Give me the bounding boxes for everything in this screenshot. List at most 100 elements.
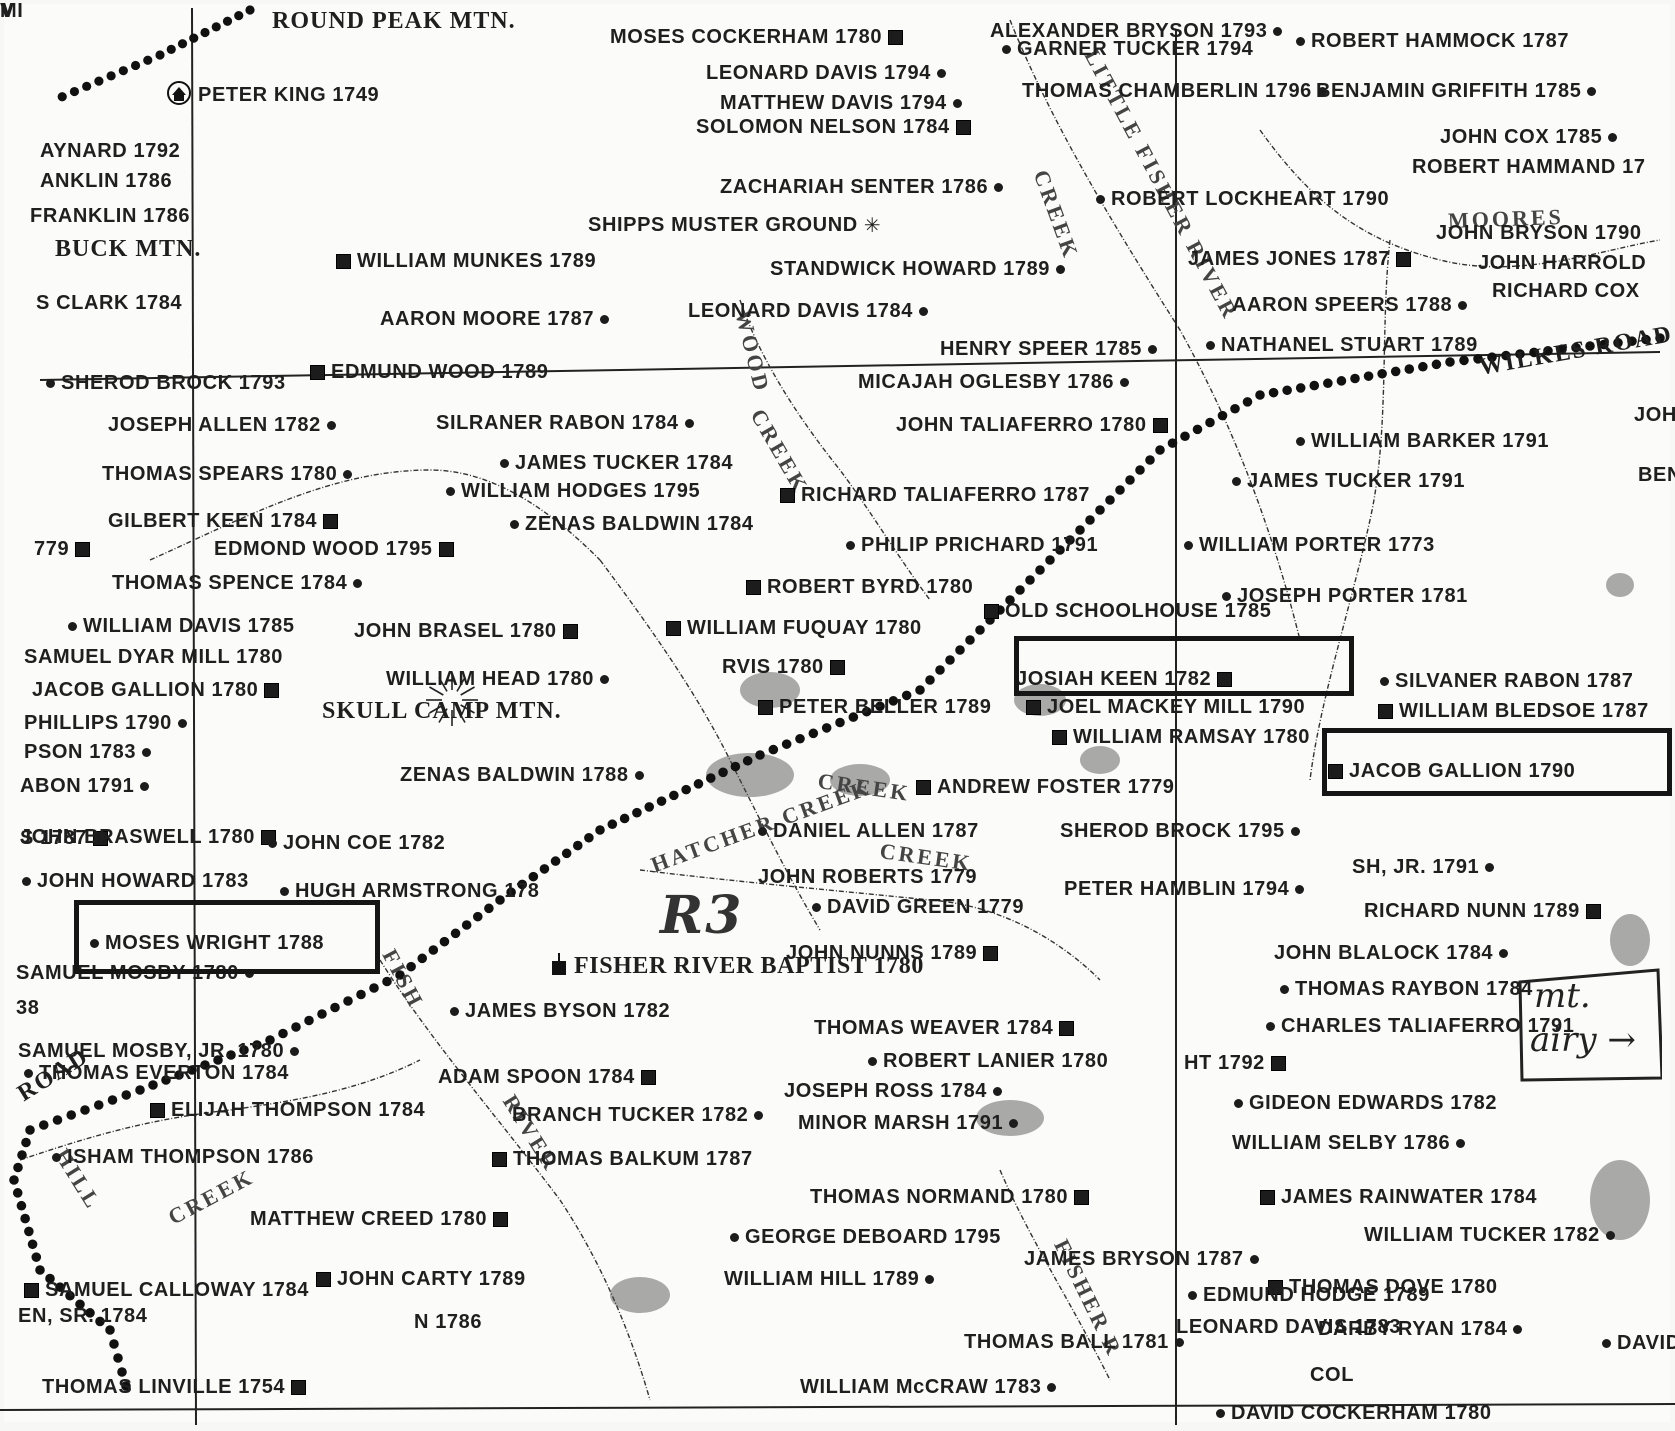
settler-label[interactable]: MOSES COCKERHAM 1780 bbox=[610, 26, 909, 48]
settler-label[interactable]: NATHANEL STUART 1789 bbox=[1200, 334, 1478, 356]
settler-label[interactable]: V bbox=[0, 0, 14, 22]
settler-label[interactable]: THOMAS WEAVER 1784 bbox=[814, 1017, 1080, 1039]
settler-label[interactable]: JAMES JONES 1787 bbox=[1188, 248, 1417, 270]
settler-label[interactable]: WILLIAM DAVIS 1785 bbox=[62, 615, 295, 637]
settler-label[interactable]: ZENAS BALDWIN 1788 bbox=[400, 764, 650, 786]
settler-label[interactable]: EDMOND WOOD 1795 bbox=[214, 538, 460, 560]
settler-label[interactable]: SAMUEL DYAR MILL 1780 bbox=[24, 646, 283, 668]
settler-label[interactable]: SILRANER RABON 1784 bbox=[436, 412, 700, 434]
settler-label[interactable]: JOSEPH ROSS 1784 bbox=[784, 1080, 1008, 1102]
settler-label[interactable]: JOHN COX 1785 bbox=[1440, 126, 1623, 148]
settler-label[interactable]: THOMAS EVERTON 1784 bbox=[18, 1062, 289, 1084]
settler-label[interactable]: LEONARD DAVIS 1794 bbox=[706, 62, 952, 84]
settler-label[interactable]: ROBERT LANIER 1780 bbox=[862, 1050, 1108, 1072]
settler-label[interactable]: DARBY RYAN 1784 bbox=[1318, 1318, 1528, 1340]
settler-label[interactable]: ELIJAH THOMPSON 1784 bbox=[144, 1099, 425, 1121]
settler-label[interactable]: ANKLIN 1786 bbox=[40, 170, 172, 192]
settler-label[interactable]: SH, JR. 1791 bbox=[1352, 856, 1500, 878]
settler-label[interactable]: ALEXANDER BRYSON 1793 bbox=[990, 20, 1288, 42]
settler-label[interactable]: WILLIAM McCRAW 1783 bbox=[800, 1376, 1062, 1398]
settler-label[interactable]: S CLARK 1784 bbox=[36, 292, 182, 314]
settler-label[interactable]: 779 bbox=[34, 538, 96, 560]
settler-label[interactable]: WILLIAM HEAD 1780 bbox=[386, 668, 615, 690]
settler-label[interactable]: DAVID GREEN 1779 bbox=[806, 896, 1024, 918]
settler-label[interactable]: JOHN MOBLEY 1791 bbox=[1634, 404, 1675, 426]
settler-label[interactable]: JOHN BRYSON 1790 bbox=[1436, 222, 1642, 244]
settler-label[interactable]: EDMUND WOOD 1789 bbox=[304, 361, 548, 383]
settler-label[interactable]: ANDREW FOSTER 1779 bbox=[910, 776, 1175, 798]
feature-label[interactable]: SKULL CAMP MTN. bbox=[322, 699, 562, 723]
settler-label[interactable]: 38 bbox=[16, 997, 39, 1019]
settler-label[interactable]: HT 1792 bbox=[1184, 1052, 1292, 1074]
settler-label[interactable]: AARON MOORE 1787 bbox=[380, 308, 615, 330]
settler-label[interactable]: JOHN BRASEL 1780 bbox=[354, 620, 584, 642]
settler-label[interactable]: WILLIAM FUQUAY 1780 bbox=[660, 617, 922, 639]
settler-label[interactable]: DAVID COCKERHAM 1780 bbox=[1210, 1402, 1492, 1424]
settler-label[interactable]: PSON 1783 bbox=[24, 741, 157, 763]
settler-label[interactable]: DAVID THOMASON 1795 bbox=[1596, 1332, 1675, 1354]
settler-label[interactable]: WILLIAM TUCKER 1782 bbox=[1364, 1224, 1621, 1246]
settler-label[interactable]: JOHN ROBERTS 1779 bbox=[758, 866, 977, 888]
settler-label[interactable]: MOSES WRIGHT 1788 bbox=[84, 932, 324, 954]
settler-label[interactable]: WILLIAM HILL 1789 bbox=[724, 1268, 940, 1290]
settler-label[interactable]: S 1787 bbox=[20, 827, 114, 849]
settler-label[interactable]: JAMES TUCKER 1791 bbox=[1226, 470, 1465, 492]
settler-label[interactable]: GILBERT KEEN 1784 bbox=[108, 510, 344, 532]
settler-label[interactable]: JOHN COE 1782 bbox=[262, 832, 445, 854]
settler-label[interactable]: WILLIAM SELBY 1786 bbox=[1232, 1132, 1471, 1154]
settler-label[interactable]: ABON 1791 bbox=[20, 775, 155, 797]
settler-label[interactable]: RICHARD COX bbox=[1492, 280, 1640, 302]
settler-label[interactable]: WILLIAM MUNKES 1789 bbox=[330, 250, 596, 272]
settler-label[interactable]: EDMUND HODGE 1789 bbox=[1182, 1284, 1430, 1306]
settler-label[interactable]: GIDEON EDWARDS 1782 bbox=[1228, 1092, 1497, 1114]
settler-label[interactable]: SHEROD BROCK 1793 bbox=[40, 372, 286, 394]
settler-label[interactable]: BENJAMIN BLEDSOE 1788 bbox=[1638, 464, 1675, 486]
settler-label[interactable]: ROBERT LOCKHEART 1790 bbox=[1090, 188, 1389, 210]
settler-label[interactable]: JACOB GALLION 1780 bbox=[32, 679, 285, 701]
settler-label[interactable]: JAMES TUCKER 1784 bbox=[494, 452, 733, 474]
settler-label[interactable]: JOHN CARTY 1789 bbox=[310, 1268, 526, 1290]
settler-label[interactable]: JACOB GALLION 1790 bbox=[1322, 760, 1575, 782]
settler-label[interactable]: PHILIP PRICHARD 1791 bbox=[840, 534, 1098, 556]
settler-label[interactable]: ADAM SPOON 1784 bbox=[438, 1066, 662, 1088]
settler-label[interactable]: MI bbox=[0, 0, 23, 22]
settler-label[interactable]: ROBERT BYRD 1780 bbox=[740, 576, 973, 598]
feature-label[interactable]: FISHER RIVER BAPTIST 1780 bbox=[544, 953, 924, 981]
settler-label[interactable]: JOHN HOWARD 1783 bbox=[16, 870, 249, 892]
settler-label[interactable]: N 1786 bbox=[414, 1311, 482, 1333]
settler-label[interactable]: JOHN BRASWELL 1780 bbox=[20, 826, 282, 848]
settler-label[interactable]: JAMES BYSON 1782 bbox=[444, 1000, 670, 1022]
settler-label[interactable]: LEONARD DAVIS 1783 bbox=[1176, 1316, 1401, 1338]
settler-label[interactable]: MINOR MARSH 1791 bbox=[798, 1112, 1024, 1134]
settler-label[interactable]: JOEL MACKEY MILL 1790 bbox=[1020, 696, 1305, 718]
settler-label[interactable]: ZACHARIAH SENTER 1786 bbox=[720, 176, 1009, 198]
feature-label[interactable]: BUCK MTN. bbox=[55, 237, 201, 261]
settler-label[interactable]: THOMAS CHAMBERLIN 1796 bbox=[1022, 80, 1333, 102]
settler-label[interactable]: RICHARD NUNN 1789 bbox=[1364, 900, 1607, 922]
settler-label[interactable]: JOHN NUNNS 1789 bbox=[786, 942, 1004, 964]
settler-label[interactable]: ROBERT HAMMAND 17 bbox=[1412, 156, 1646, 178]
settler-label[interactable]: PETER BELLER 1789 bbox=[752, 696, 992, 718]
feature-label[interactable]: R3 bbox=[660, 890, 743, 942]
settler-label[interactable]: HENRY SPEER 1785 bbox=[940, 338, 1163, 360]
settler-label[interactable]: JOHN TALIAFERRO 1780 bbox=[896, 414, 1174, 436]
settler-label[interactable]: THOMAS DOVE 1780 bbox=[1262, 1276, 1498, 1298]
settler-label[interactable]: THOMAS SPENCE 1784 bbox=[112, 572, 368, 594]
settler-label[interactable]: SAMUEL CALLOWAY 1784 bbox=[18, 1279, 309, 1301]
settler-label[interactable]: COL bbox=[1310, 1364, 1354, 1386]
settler-label[interactable]: THOMAS NORMAND 1780 bbox=[810, 1186, 1095, 1208]
settler-label[interactable]: WILLIAM BARKER 1791 bbox=[1290, 430, 1549, 452]
settler-label[interactable]: GARNER TUCKER 1794 bbox=[996, 38, 1253, 60]
settler-label[interactable]: PHILLIPS 1790 bbox=[24, 712, 193, 734]
settler-label[interactable]: WILLIAM HODGES 1795 bbox=[440, 480, 700, 502]
settler-label[interactable]: PETER HAMBLIN 1794 bbox=[1064, 878, 1310, 900]
settler-label[interactable]: THOMAS BALKUM 1787 bbox=[486, 1148, 753, 1170]
settler-label[interactable]: SAMUEL MOSBY, JR. 1780 bbox=[18, 1040, 305, 1062]
settler-label[interactable]: STANDWICK HOWARD 1789 bbox=[770, 258, 1071, 280]
settler-label[interactable]: WILLIAM PORTER 1773 bbox=[1178, 534, 1435, 556]
settler-label[interactable]: BENJAMIN GRIFFITH 1785 bbox=[1316, 80, 1602, 102]
settler-label[interactable]: THOMAS BALL 1781 bbox=[964, 1331, 1190, 1353]
feature-label[interactable]: PETER KING 1749 bbox=[160, 80, 379, 111]
settler-label[interactable]: BRANCH TUCKER 1782 bbox=[512, 1104, 769, 1126]
